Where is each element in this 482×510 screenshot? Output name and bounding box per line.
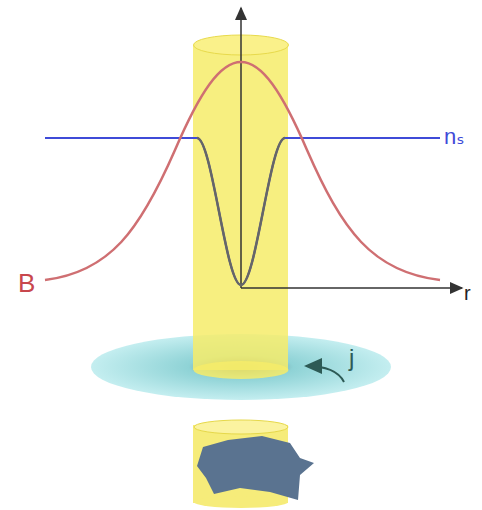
axis-label: r — [464, 283, 471, 303]
field-label: B — [18, 270, 35, 296]
flux-tube-stub-bottom — [194, 496, 288, 508]
current-label: j — [349, 346, 354, 370]
radial-axis — [241, 287, 462, 289]
density-label: nₛ — [444, 126, 464, 148]
density-line — [45, 138, 440, 285]
current-arrow — [306, 366, 344, 382]
field-curve — [45, 62, 440, 280]
flux-tube-bottom — [194, 361, 289, 379]
vertical-axis — [240, 8, 242, 288]
sample-blob — [197, 436, 314, 500]
density-dip — [197, 138, 285, 285]
flux-tube-stub-top — [194, 420, 288, 434]
